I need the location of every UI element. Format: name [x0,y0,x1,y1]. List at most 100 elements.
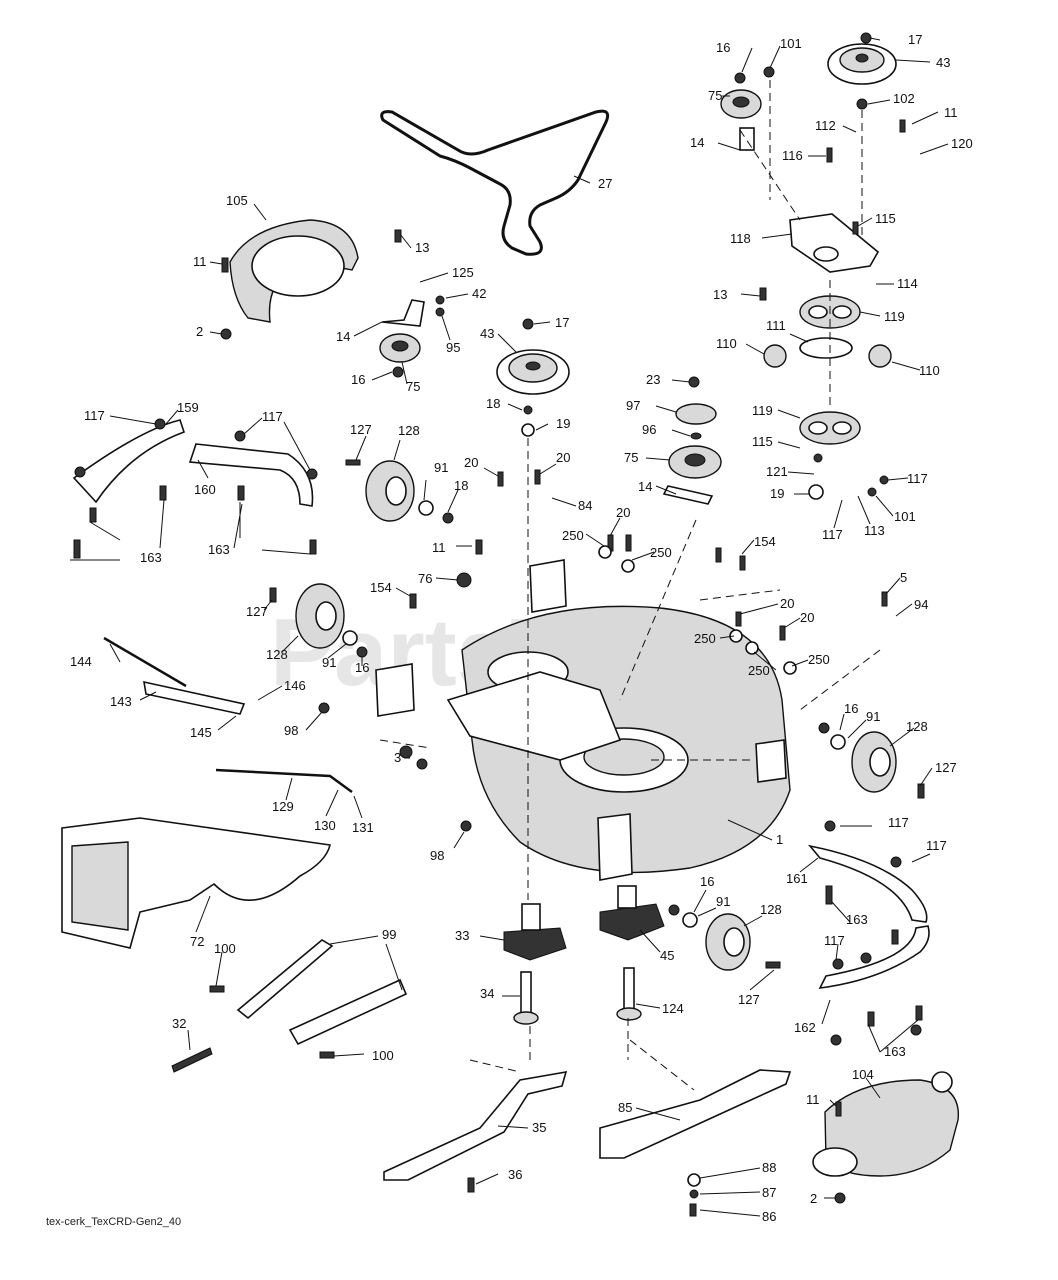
callout: 113 [864,523,885,538]
callout: 104 [852,1067,874,1082]
drive-pulley-center [496,349,570,395]
callout: 119 [752,403,773,418]
shaft-right [616,967,642,1021]
rod-129 [215,768,353,794]
callout: 105 [226,193,248,208]
callout: 114 [897,276,918,291]
callout: 91 [866,709,880,724]
callout: 91 [716,894,730,909]
callout: 127 [350,422,372,437]
pulley-cover-left [229,219,359,323]
callout: 13 [415,240,429,255]
callout: 45 [660,948,674,963]
callout: 101 [894,509,916,524]
gearbox-bracket [789,213,880,273]
callout: 250 [748,663,770,678]
callout: 100 [214,941,236,956]
callout: 127 [246,604,268,619]
callout: 128 [906,719,928,734]
callout: 75 [708,88,722,103]
callout: 2 [196,324,203,339]
callout: 98 [430,848,444,863]
callout-leaders [70,37,949,1217]
callout: 20 [800,610,814,625]
callout: 112 [815,118,836,133]
callout: 16 [844,701,858,716]
callout: 2 [810,1191,817,1206]
callout: 129 [272,799,294,814]
callout: 143 [110,694,132,709]
wheel-bracket-lower-left [818,925,930,989]
callout: 160 [194,482,216,497]
callout: 110 [919,363,940,378]
callout: 88 [762,1160,776,1175]
callout: 76 [418,571,432,586]
callout: 11 [432,540,446,555]
callout: 20 [780,596,794,611]
bracket-143 [143,680,246,715]
callout: 11 [193,254,207,269]
callout: 117 [262,409,283,424]
callout: 86 [762,1209,776,1224]
callout: 35 [532,1120,546,1135]
callout: 17 [555,315,569,330]
callout: 128 [398,423,420,438]
callout: 110 [716,336,737,351]
blade-left [383,1070,568,1181]
callout: 115 [875,211,896,226]
callout: 118 [730,231,751,246]
small-gear-right [868,344,892,368]
gasket [799,337,853,359]
callout: 1 [776,832,783,847]
callout: 14 [638,479,652,494]
callout: 91 [434,460,448,475]
rod-144 [103,636,187,688]
discharge-chute [61,817,331,949]
drive-belt-shape [380,109,610,256]
callout: 96 [642,422,656,437]
callout: 95 [446,340,460,355]
callout: 19 [556,416,570,431]
drive-pulley-top [827,43,897,85]
callout: 120 [951,136,973,151]
diagram-reference-code: tex-cerk_TexCRD-Gen2_40 [46,1216,181,1228]
wheel-bracket-upper-right [188,443,314,507]
callout: 20 [616,505,630,520]
callout: 43 [480,326,494,341]
callout: 85 [618,1100,632,1115]
callout: 98 [284,723,298,738]
spindle-left [503,903,567,961]
callout: 159 [177,400,199,415]
callout: 115 [752,434,773,449]
callout: 117 [926,838,947,853]
callout: 16 [355,660,369,675]
spring-32 [171,1047,213,1073]
callout: 32 [172,1016,186,1031]
lift-arm-upper [236,939,334,1020]
callout-labels: 16 101 17 43 75 102 11 112 120 14 116 27… [70,32,973,1224]
callout: 128 [760,902,782,917]
callout: 125 [452,265,474,280]
callout: 18 [454,478,468,493]
callout: 17 [908,32,922,47]
pulley-cover-right [812,1071,960,1177]
callout: 154 [370,580,392,595]
callout: 13 [713,287,727,302]
callout: 154 [754,534,776,549]
callout: 16 [716,40,730,55]
callout: 11 [944,105,958,120]
callout: 127 [738,992,760,1007]
callout: 117 [907,471,928,486]
callout: 250 [562,528,584,543]
callout: 111 [766,318,786,333]
callout: 3 [394,750,401,765]
callout: 161 [786,871,808,886]
callout: 16 [351,372,365,387]
callout: 128 [266,647,288,662]
callout: 36 [508,1167,522,1182]
callout: 23 [646,372,660,387]
callout: 97 [626,398,640,413]
spindle-right [599,885,665,941]
pulley-spacer [690,432,702,440]
